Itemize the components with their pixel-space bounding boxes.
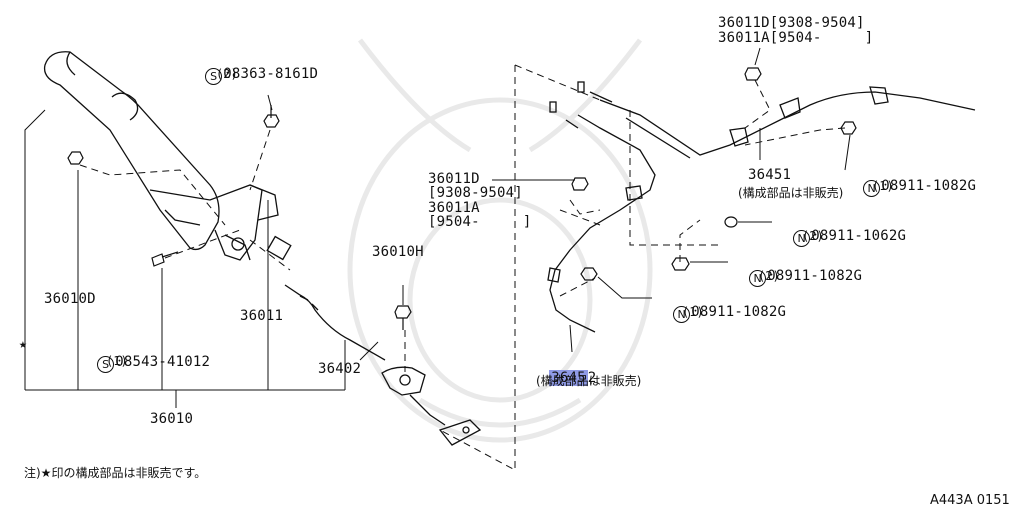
qty-nut-3: (2) bbox=[758, 269, 780, 283]
n-circle-icon: N bbox=[793, 230, 811, 247]
part-code-rest: 2 bbox=[587, 370, 597, 386]
leader-lines bbox=[24, 47, 851, 408]
n-circle-icon: N bbox=[673, 306, 691, 323]
part-code: 08363-8161D bbox=[223, 66, 319, 82]
diagram-id: A443A 0151 bbox=[930, 493, 1010, 508]
label-36010h: 36010H bbox=[372, 244, 424, 260]
part-code: 08911-1082G bbox=[691, 304, 787, 320]
label-36010d: 36010D bbox=[44, 291, 96, 307]
highlighted-part-code[interactable]: 3645 bbox=[549, 370, 588, 386]
cable-bolt-36010h bbox=[394, 305, 412, 330]
label-36011d-top-1: 36011D[9308-9504] bbox=[718, 15, 865, 31]
part-code: 08543-41012 bbox=[115, 354, 211, 370]
front-cable bbox=[284, 284, 482, 446]
s-circle-icon: S bbox=[205, 68, 223, 85]
star-marker-icon: ★ bbox=[19, 337, 27, 352]
label-36011d-mid-1: 36011D bbox=[428, 171, 480, 187]
rear-nuts bbox=[571, 67, 857, 281]
label-36011d-mid-4: [9504- ] bbox=[428, 214, 532, 230]
qty-nut-4: (1) bbox=[682, 305, 704, 319]
qty-bolt-08363: (2) bbox=[216, 67, 238, 81]
label-36011d-mid-2: [9308-9504] bbox=[428, 185, 523, 201]
part-code: 08911-1062G bbox=[811, 228, 907, 244]
s-circle-icon: S bbox=[97, 356, 115, 373]
qty-nut-1: (1) bbox=[872, 179, 894, 193]
label-36011d-top-2: 36011A[9504- ] bbox=[718, 30, 874, 46]
n-circle-icon: N bbox=[749, 270, 767, 287]
label-36010: 36010 bbox=[150, 411, 194, 427]
label-36011: 36011 bbox=[240, 308, 284, 324]
note-36451: (構成部品は非販売) bbox=[738, 186, 844, 200]
n-circle-icon: N bbox=[863, 180, 881, 197]
qty-nut-2: (2) bbox=[802, 229, 824, 243]
part-code: 08911-1082G bbox=[767, 268, 863, 284]
rear-cable-36452 bbox=[547, 101, 656, 333]
label-36451: 36451 bbox=[748, 167, 792, 183]
footnote: 注)★印の構成部品は非販売です。 bbox=[24, 466, 207, 480]
dashed-guide-lines bbox=[79, 64, 846, 471]
label-36011d-mid-3: 36011A bbox=[428, 200, 480, 216]
rear-cable-36451 bbox=[577, 81, 976, 159]
watermark-emblem bbox=[347, 38, 653, 443]
note-36452: (構成部品は非販売) bbox=[536, 374, 642, 388]
qty-bolt-08543: (1) bbox=[106, 354, 128, 368]
label-36402: 36402 bbox=[318, 361, 362, 377]
part-code: 08911-1082G bbox=[881, 178, 977, 194]
